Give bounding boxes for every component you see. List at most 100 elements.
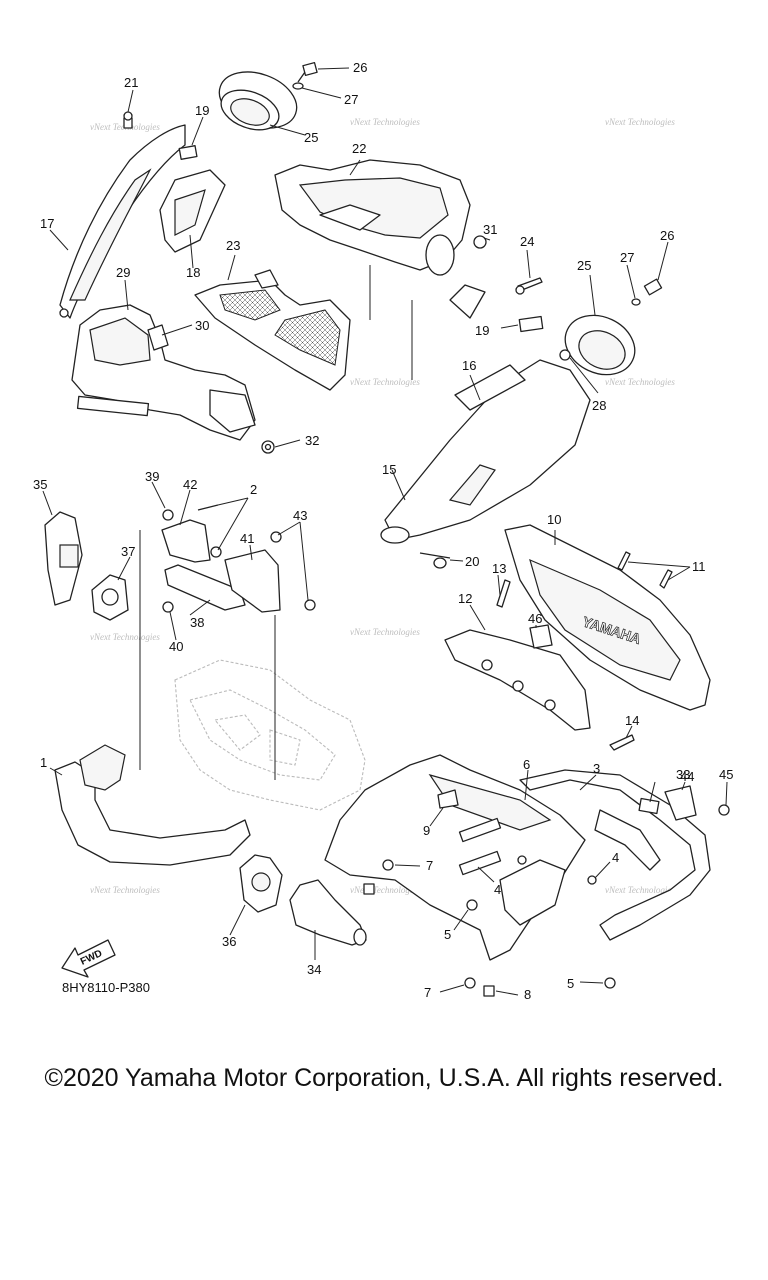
bracket-35: [44, 511, 83, 606]
clip-13: [496, 579, 511, 608]
washer-27-right: [631, 298, 641, 306]
callout-26b: 26: [660, 228, 674, 243]
copyright-notice: ©2020 Yamaha Motor Corporation, U.S.A. A…: [44, 1064, 724, 1092]
pad-19: [178, 145, 198, 160]
svg-text:vNext Technologies: vNext Technologies: [605, 117, 675, 127]
bumper-bar-3: [519, 769, 711, 941]
callout-10: 10: [547, 512, 561, 527]
bolt-39: [162, 509, 174, 521]
callout-38: 38: [190, 615, 204, 630]
bolt-26-right: [643, 278, 663, 296]
callout-3: 3: [593, 761, 600, 776]
ring-25-right: [564, 314, 636, 376]
callout-20: 20: [465, 554, 479, 569]
bolt-26-top: [297, 61, 318, 83]
callout-5b: 5: [567, 976, 574, 991]
svg-text:vNext Technologies: vNext Technologies: [350, 117, 420, 127]
collars-4: [458, 817, 597, 885]
bracket-30: [147, 324, 169, 351]
duct-29: [71, 304, 256, 441]
callout-37: 37: [121, 544, 135, 559]
pad-19-right: [518, 315, 544, 333]
callout-42: 42: [183, 477, 197, 492]
clip-14: [609, 734, 635, 751]
bracket-18: [159, 169, 226, 253]
callout-30: 30: [195, 318, 209, 333]
bracket-44: [664, 785, 697, 821]
callout-17: 17: [40, 216, 54, 231]
callout-6: 6: [523, 757, 530, 772]
callout-14: 14: [625, 713, 639, 728]
callout-18: 18: [186, 265, 200, 280]
bolts-7: [382, 859, 476, 989]
bolt-45: [718, 804, 730, 816]
callout-labels: 1 2 3 4 4 5 5 6 7 7 8 9 10 11 12 13 14 1…: [33, 60, 733, 1002]
callout-8: 8: [524, 987, 531, 1002]
callout-19b: 19: [475, 323, 489, 338]
callout-7b: 7: [424, 985, 431, 1000]
callout-40: 40: [169, 639, 183, 654]
washer-27-top: [292, 82, 304, 90]
callout-27b: 27: [620, 250, 634, 265]
callout-29: 29: [116, 265, 130, 280]
label-33: [638, 797, 660, 815]
bolts-5: [466, 899, 616, 989]
upper-cowl-22: [274, 159, 486, 319]
callout-31: 31: [483, 222, 497, 237]
windscreen-10: YAMAHA: [504, 524, 711, 711]
front-cowl-1: [54, 744, 251, 866]
callout-45: 45: [719, 767, 733, 782]
frame-phantom: [174, 659, 366, 811]
callout-2: 2: [250, 482, 257, 497]
callout-12: 12: [458, 591, 472, 606]
callout-7a: 7: [426, 858, 433, 873]
nut-28: [559, 349, 571, 361]
side-cover-17: [59, 124, 186, 319]
bracket-41: [224, 549, 281, 613]
callout-22: 22: [352, 141, 366, 156]
callout-27a: 27: [344, 92, 358, 107]
rivets-11: [617, 551, 673, 589]
callout-44: 44: [680, 769, 694, 784]
callout-11: 11: [692, 559, 706, 574]
callout-39: 39: [145, 469, 159, 484]
callout-1: 1: [40, 755, 47, 770]
guard-34: [289, 879, 367, 946]
svg-text:vNext Technologies: vNext Technologies: [605, 885, 675, 895]
callout-33: 33: [676, 767, 690, 782]
bolt-21: [123, 111, 133, 129]
bracket-37: [91, 574, 129, 621]
callout-41: 41: [240, 531, 254, 546]
stay-38: [164, 564, 246, 611]
callout-5a: 5: [444, 927, 451, 942]
callout-13: 13: [492, 561, 506, 576]
side-cover-15: [380, 359, 591, 544]
parts-diagram: vNext Technologies vNext Technologies vN…: [33, 60, 733, 1002]
callout-28: 28: [592, 398, 606, 413]
label-46: [529, 624, 553, 649]
svg-text:vNext Technologies: vNext Technologies: [605, 377, 675, 387]
side-panel-6: [324, 754, 586, 961]
callout-4b: 4: [612, 850, 619, 865]
svg-text:vNext Technologies: vNext Technologies: [350, 377, 420, 387]
callout-46: 46: [528, 611, 542, 626]
callout-15: 15: [382, 462, 396, 477]
callout-32: 32: [305, 433, 319, 448]
bracket-42: [161, 519, 211, 563]
bolt-20: [419, 552, 451, 569]
nuts-8: [363, 883, 495, 997]
svg-text:vNext Technologies: vNext Technologies: [90, 632, 160, 642]
callout-24: 24: [520, 234, 534, 249]
svg-text:vNext Technologies: vNext Technologies: [350, 885, 420, 895]
guard-36: [239, 854, 283, 913]
callout-34: 34: [307, 962, 321, 977]
callout-35: 35: [33, 477, 47, 492]
callout-43: 43: [293, 508, 307, 523]
callout-21: 21: [124, 75, 138, 90]
callout-23: 23: [226, 238, 240, 253]
callout-16: 16: [462, 358, 476, 373]
clip-24: [515, 277, 543, 295]
callout-4a: 4: [494, 882, 501, 897]
bolt-31: [473, 235, 487, 249]
svg-text:vNext Technologies: vNext Technologies: [90, 885, 160, 895]
